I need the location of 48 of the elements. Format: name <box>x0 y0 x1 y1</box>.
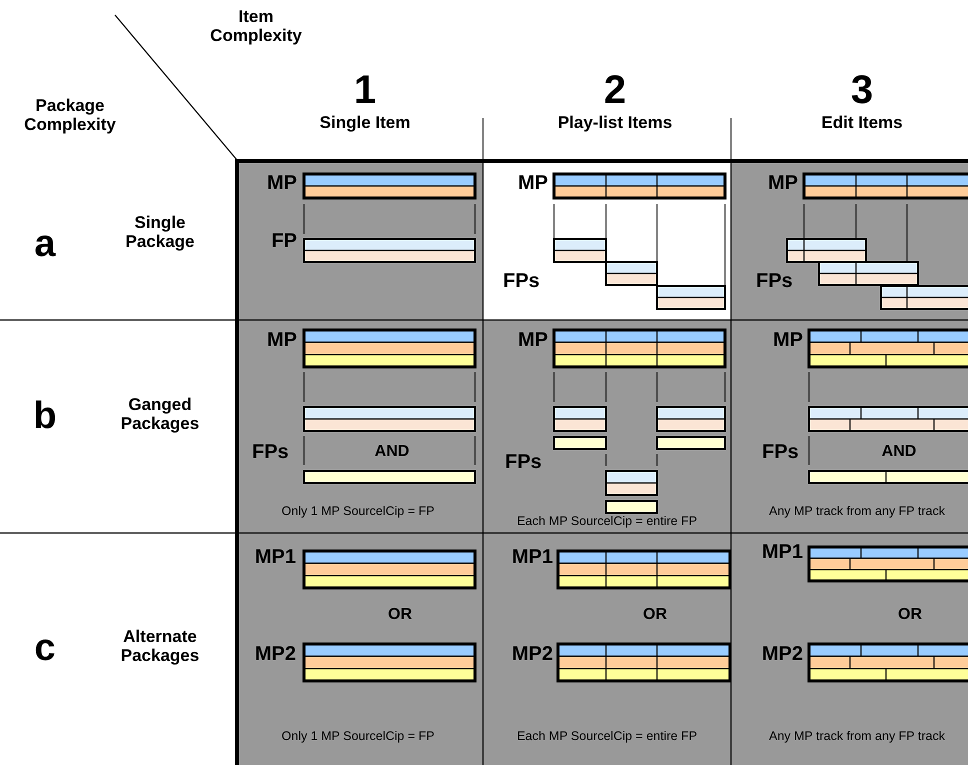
row-heading: Single Package <box>124 214 196 252</box>
conjunction-label: OR <box>642 606 668 624</box>
track-label: FPs <box>505 451 543 473</box>
track-label: MP <box>517 172 548 194</box>
conjunction-label: AND <box>880 443 918 461</box>
conjunction-label: AND <box>374 443 410 461</box>
column-number: 3 <box>850 68 874 112</box>
grid-cell <box>731 160 968 320</box>
column-heading: Single Item <box>318 114 412 133</box>
track-label: FPs <box>503 270 541 292</box>
row-heading: Alternate Packages <box>120 628 200 666</box>
track-label: MP1 <box>254 546 296 568</box>
conjunction-label: OR <box>387 606 413 624</box>
grid-cell <box>731 533 968 765</box>
note-text: Each MP SourcelCip = entire FP <box>516 730 698 744</box>
note-text: Only 1 MP SourcelCip = FP <box>280 730 436 744</box>
track-label: MP <box>772 329 803 351</box>
note-text: Each MP SourcelCip = entire FP <box>516 515 698 529</box>
track-label: MP <box>266 172 297 194</box>
track-label: MP2 <box>510 643 553 665</box>
track-label: MP2 <box>760 643 803 665</box>
track-label: MP <box>517 329 548 351</box>
track-label: MP1 <box>510 546 553 568</box>
grid-cell <box>483 533 731 765</box>
track-label: FPs <box>762 441 800 463</box>
conjunction-label: OR <box>897 606 923 624</box>
note-text: Any MP track from any FP track <box>768 505 946 519</box>
track-label: FP <box>270 230 297 252</box>
track-label: MP1 <box>760 541 803 563</box>
column-number: 1 <box>352 68 378 112</box>
track-label: FPs <box>252 441 290 463</box>
note-text: Only 1 MP SourcelCip = FP <box>280 505 436 519</box>
grid-cell <box>483 320 731 533</box>
axis-title: Item Complexity <box>209 8 303 46</box>
track-label: MP <box>266 329 297 351</box>
grid-cell <box>731 320 968 533</box>
track-label: FPs <box>756 270 794 292</box>
track-label: MP2 <box>254 643 296 665</box>
column-heading: Play-list Items <box>556 114 674 133</box>
note-text: Any MP track from any FP track <box>768 730 946 744</box>
row-letter: c <box>33 628 57 670</box>
axis-title: Package Complexity <box>23 97 117 134</box>
row-heading: Ganged Packages <box>120 396 200 434</box>
column-number: 2 <box>602 68 628 112</box>
track-label: MP <box>767 172 798 194</box>
row-letter: a <box>33 224 57 266</box>
row-letter: b <box>32 396 58 438</box>
column-heading: Edit Items <box>820 114 904 133</box>
